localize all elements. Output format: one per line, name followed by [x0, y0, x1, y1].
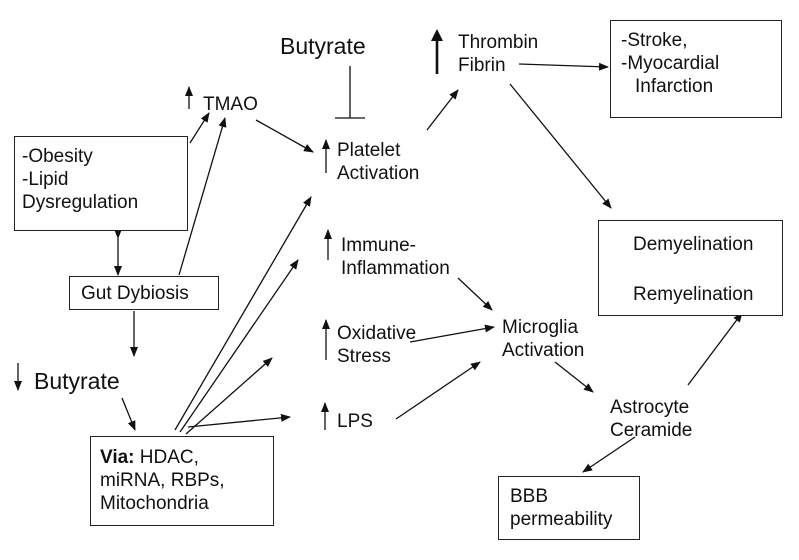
inflammation-label: Inflammation: [341, 258, 450, 279]
infarction-label: Infarction: [635, 76, 714, 97]
gut-dysbiosis-label: Gut Dybiosis: [81, 283, 189, 304]
immune-inflammation-node: Immune- Inflammation: [341, 234, 450, 280]
via-label: Via:: [100, 447, 135, 468]
butyrate-top-label: Butyrate: [280, 33, 366, 59]
myocardial-label: -Myocardial: [621, 53, 720, 74]
lipid-label: -Lipid: [22, 169, 69, 190]
obesity-label: -Obesity: [22, 146, 93, 167]
arrow-astrocyte-bbb: [582, 436, 636, 473]
oxidative-label: Oxidative: [337, 323, 417, 344]
stroke-mi-box: -Stroke, -Myocardial Infarction: [610, 20, 782, 118]
arrow-via-platelet: [174, 196, 312, 431]
arrow-tmao-platelet: [255, 119, 314, 153]
demyelination-label: Demyelination: [633, 234, 754, 255]
platelet-label: Platelet: [337, 140, 401, 161]
arrow-via-oxidative: [185, 357, 273, 435]
stress-label: Stress: [337, 346, 391, 367]
arrow-oxidative-microglia: [409, 324, 495, 343]
remyelination-label: Remyelination: [633, 284, 754, 305]
oxidative-stress-node: Oxidative Stress: [337, 322, 416, 368]
arrow-platelet-thrombin: [426, 89, 459, 131]
dysregulation-label: Dysregulation: [22, 192, 139, 213]
via-line: Via: HDAC,: [100, 446, 273, 469]
immune-label: Immune-: [341, 235, 416, 256]
mirna-label: miRNA, RBPs,: [100, 470, 225, 491]
platelet-activation-label: Activation: [337, 163, 420, 184]
arrow-gut-tmao: [178, 117, 227, 276]
arrow-microglia-astrocyte: [554, 361, 594, 393]
arrow-fibrin-demyelination: [509, 83, 612, 209]
arrow-immune-microglia: [457, 277, 493, 311]
arrow-fibrin-stroke: [518, 62, 609, 71]
thrombin-label: Thrombin: [458, 32, 539, 53]
arrow-lps-microglia: [395, 361, 481, 420]
microglia-label: Microglia: [502, 317, 579, 338]
tmao-label: TMAO: [203, 94, 258, 115]
stroke-label: -Stroke,: [621, 30, 688, 51]
butyrate-low-label: Butyrate: [34, 368, 120, 394]
bbb-label: BBB: [510, 486, 549, 507]
astrocyte-ceramide-node: Astrocyte Ceramide: [610, 396, 692, 442]
astrocyte-label: Astrocyte: [610, 397, 690, 418]
arrow-astrocyte-remyelination: [687, 312, 743, 386]
mitochondria-label: Mitochondria: [100, 493, 209, 514]
platelet-activation-node: Platelet Activation: [337, 139, 419, 185]
bbb-box: BBB permeability: [498, 476, 640, 540]
fibrin-label: Fibrin: [458, 55, 506, 76]
gut-dysbiosis-box: Gut Dybiosis: [69, 276, 219, 310]
arrow-obesity-tmao: [189, 112, 210, 144]
obesity-box: -Obesity -Lipid Dysregulation: [14, 136, 188, 231]
permeability-label: permeability: [510, 509, 613, 530]
ceramide-label: Ceramide: [610, 420, 693, 441]
arrow-via-lps: [187, 413, 291, 428]
arrow-butyrate-via: [121, 397, 136, 431]
myelination-box: Demyelination Remyelination: [598, 220, 783, 316]
microglia-activation-label: Activation: [502, 340, 585, 361]
lps-label: LPS: [337, 411, 373, 432]
thrombin-fibrin-node: Thrombin Fibrin: [458, 31, 538, 77]
arrow-via-immune: [179, 259, 299, 433]
via-rest-label: HDAC,: [134, 447, 199, 468]
thrombin-up-arrow-icon: [431, 29, 443, 74]
microglia-activation-node: Microglia Activation: [502, 316, 584, 362]
via-box: Via: HDAC, miRNA, RBPs, Mitochondria: [90, 436, 274, 526]
